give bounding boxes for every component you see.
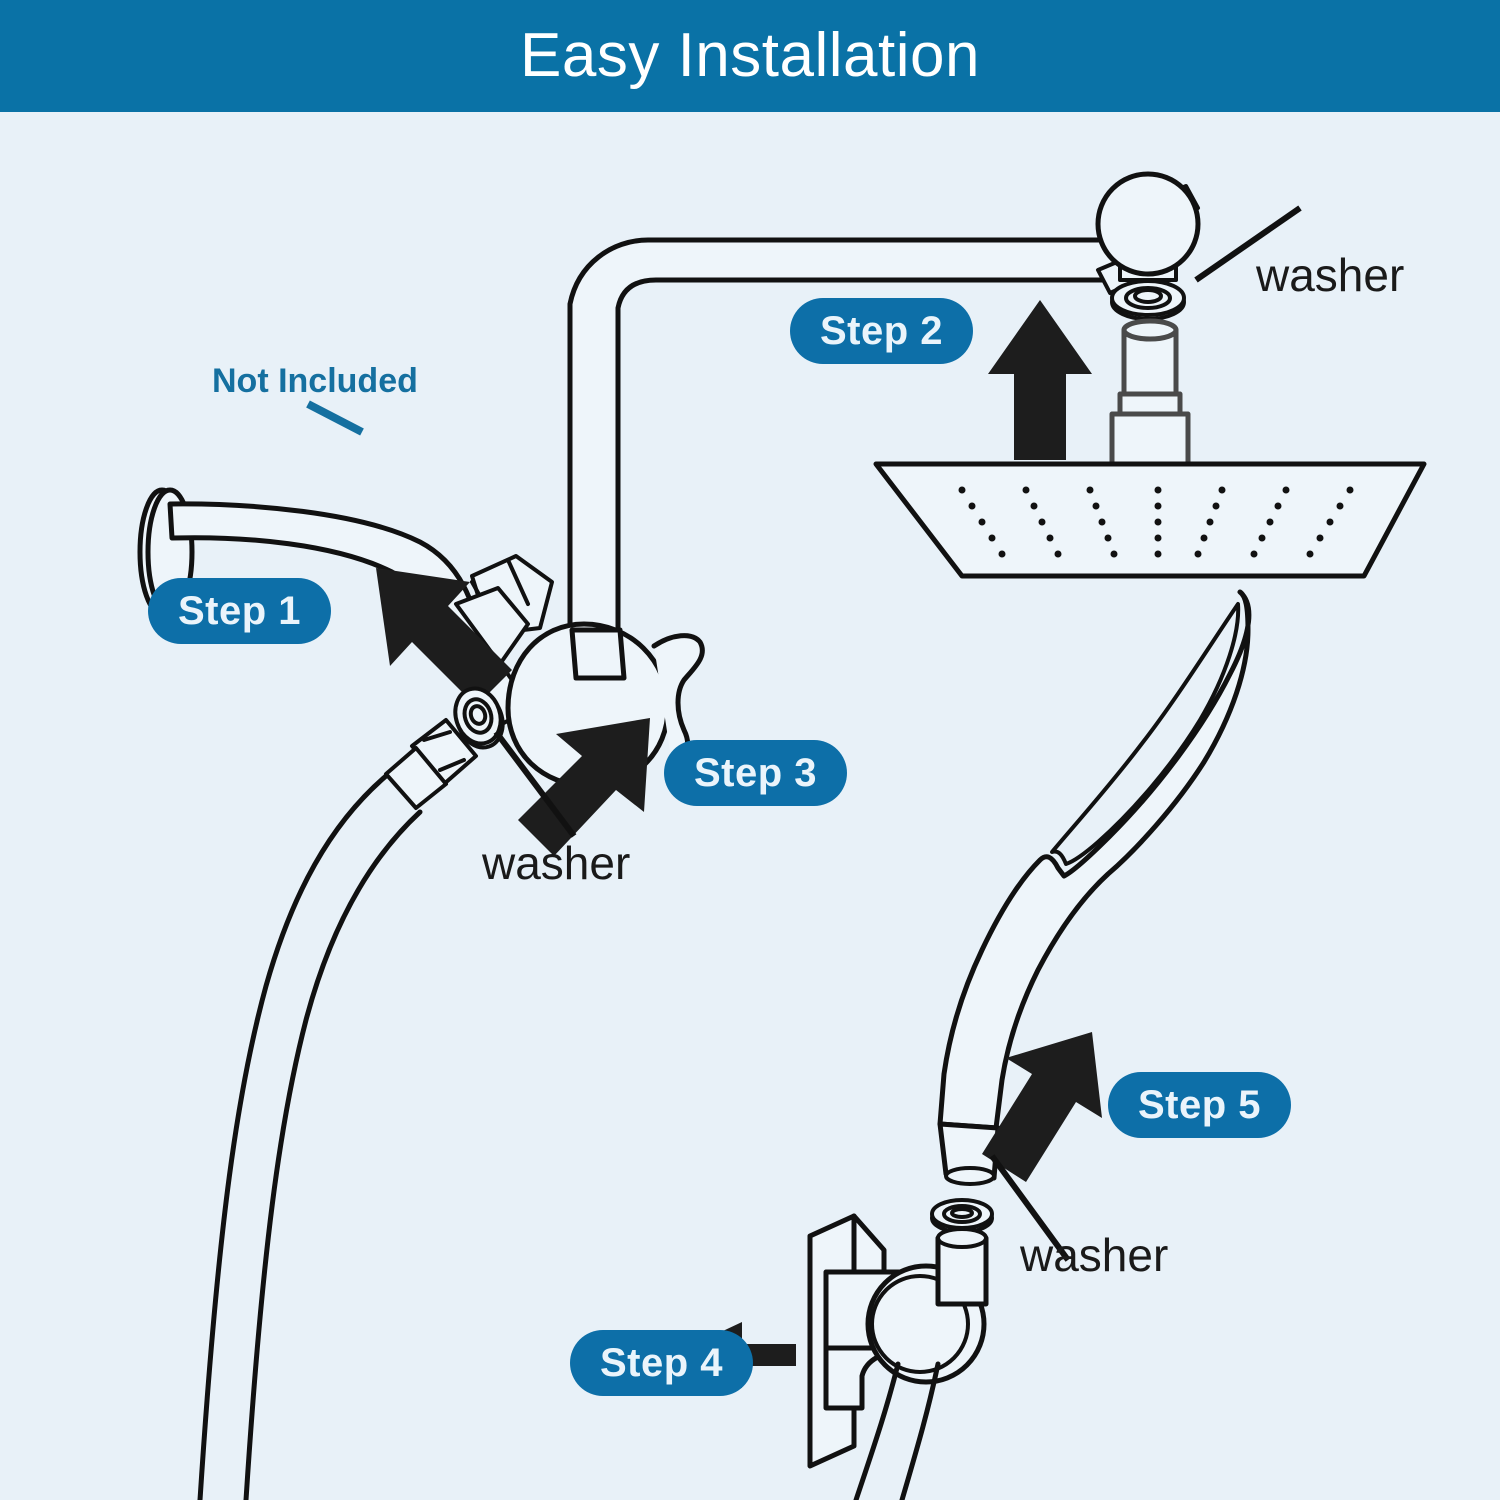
washer-ring-middle: [453, 686, 505, 750]
ball-joint-top: [1095, 171, 1201, 295]
washer-ring-top: [1110, 279, 1186, 321]
not-included-leader-line: [306, 400, 364, 436]
washer-label-middle: washer: [482, 837, 631, 889]
step-badge-1[interactable]: Step 1: [148, 578, 332, 644]
washer-bottom-leader-line: [989, 1154, 1071, 1262]
step-badge-3[interactable]: Step 3: [664, 740, 848, 806]
washer-ring-bottom: [930, 1198, 994, 1234]
washer-label-top: washer: [1256, 249, 1405, 301]
extension-riser-pipe: [567, 237, 1121, 633]
header-banner: Easy Installation: [0, 0, 1500, 112]
step-2-arrow: [988, 300, 1092, 460]
not-included-label: Not Included: [212, 362, 418, 400]
washer-label-bottom: washer: [1020, 1229, 1169, 1281]
diagram-line-art: .ln { fill:none; stroke:#111111; stroke-…: [137, 171, 1427, 1500]
washer-top-leader-line: [1194, 205, 1302, 283]
diagram-stage: .ln { fill:none; stroke:#111111; stroke-…: [0, 112, 1500, 1500]
page-title: Easy Installation: [520, 21, 980, 90]
handheld-shower-wand: [937, 589, 1252, 1186]
rain-head-connector: [1109, 318, 1191, 467]
step-badge-4[interactable]: Step 4: [570, 1330, 754, 1396]
step-5-arrow: [982, 1032, 1102, 1182]
flexible-hose: [197, 718, 478, 1500]
step-3-arrow: [518, 718, 650, 856]
rain-shower-head: [873, 461, 1427, 579]
step-1-arrow: [376, 568, 512, 706]
washer-middle-leader-line: [493, 730, 577, 838]
step-badge-2[interactable]: Step 2: [790, 298, 974, 364]
wall-mount-bracket: [807, 1213, 989, 1500]
step-badge-5[interactable]: Step 5: [1108, 1072, 1292, 1138]
